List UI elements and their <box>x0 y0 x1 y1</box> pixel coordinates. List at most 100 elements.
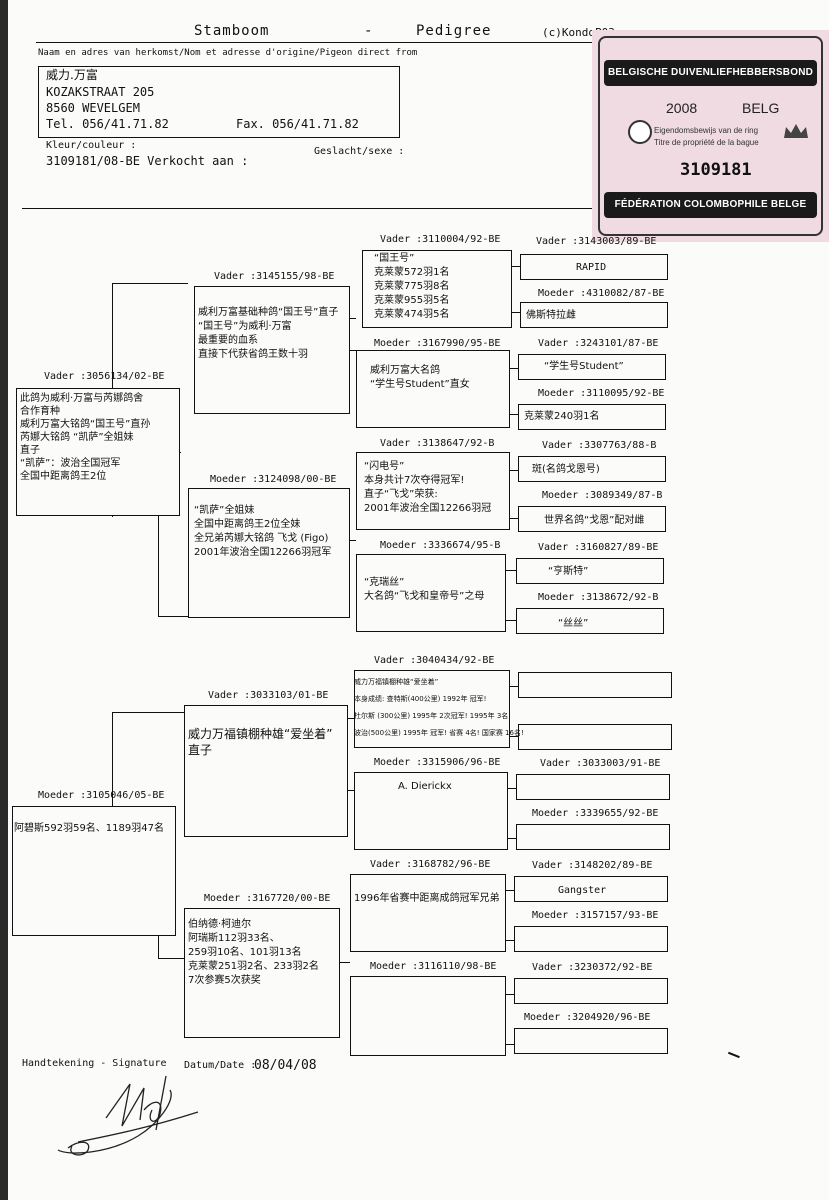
gen4-b2-box <box>520 302 668 328</box>
gen3-mfm-label: Moeder :3315906/96-BE <box>374 757 501 768</box>
gen3-mmm-label: Moeder :3116110/98-BE <box>370 961 497 972</box>
connector <box>506 570 516 571</box>
box-text-line: “凯萨”全姐妹 <box>194 505 255 516</box>
gen4-b7-label: Vader :3160827/89-BE <box>538 542 659 553</box>
gen1-mother-text: 阿碧斯592羽59名、1189羽47名 <box>14 822 184 835</box>
box-text-line: 克莱蒙251羽2名、233羽2名 <box>188 961 319 972</box>
gen3-fff-label: Vader :3110004/92-BE <box>380 234 501 245</box>
color-label: Kleur/couleur : <box>46 140 137 151</box>
gen2-mf-box <box>184 705 348 837</box>
gen4-b3-text: “学生号Student” <box>544 361 624 372</box>
connector <box>180 452 181 453</box>
gen3-mmf-box <box>350 874 506 952</box>
box-text-line: “学生号Student”直女 <box>370 379 470 390</box>
connector <box>112 283 113 388</box>
gen3-mmf-text: 1996年省赛中距离成鸽冠军兄弟 <box>354 892 499 906</box>
box-text-line: “国王号”为威利·万富 <box>198 321 292 332</box>
gen3-mmf-label: Vader :3168782/96-BE <box>370 859 491 870</box>
gen2-mf-label: Vader :3033103/01-BE <box>208 690 329 701</box>
connector <box>350 350 356 351</box>
header-title-left: Stamboom <box>194 23 270 39</box>
signature-image <box>48 1070 218 1160</box>
box-text-line: A. Dierickx <box>398 781 452 792</box>
connector <box>112 712 113 806</box>
gen3-fmf-box <box>356 452 510 530</box>
gen4-b2-label: Moeder :4310082/87-BE <box>538 288 665 299</box>
gen1-father-label: Vader :3056134/02-BE <box>44 371 165 382</box>
gen3-fff-box <box>362 250 512 328</box>
gen3-fmm-box <box>356 554 506 632</box>
box-text-line: 全国中距离鸽王2位全妹 <box>194 519 301 530</box>
stamp-line1: Eigendomsbewijs van de ring <box>654 126 759 135</box>
origin-box <box>38 66 400 138</box>
gen4-b9-box <box>518 672 672 698</box>
connector <box>350 540 356 541</box>
box-text-line: “克瑞丝” <box>364 577 405 588</box>
gen3-mmm-box <box>350 976 506 1056</box>
connector <box>158 958 184 959</box>
box-text-line: 芮娜大铭鸽 “凯萨”全姐妹 <box>20 432 134 443</box>
gen4-b12-box <box>516 824 670 850</box>
header-separator <box>22 208 822 209</box>
box-text-line: 大名鸽“飞戈和皇帝号”之母 <box>364 591 485 602</box>
gen2-mm-label: Moeder :3167720/00-BE <box>204 893 331 904</box>
sex-label: Geslacht/sexe : <box>314 146 405 157</box>
box-text-line: 本身共计7次夺得冠军! <box>364 475 465 486</box>
origin-label: Naam en adres van herkomst/Nom et adress… <box>38 48 418 58</box>
header-rule <box>36 42 596 43</box>
connector <box>508 838 516 839</box>
gen4-b7-box <box>516 558 664 584</box>
box-text-line: 最重要的血系 <box>198 335 258 346</box>
box-text-line: 威力万福镇棚种雄“爱坐着” <box>354 678 439 686</box>
box-text-line: 2001年波治全国12266羽冠 <box>364 503 492 514</box>
header-title-right: Pedigree <box>416 23 492 39</box>
gen4-b15-label: Vader :3230372/92-BE <box>532 962 653 973</box>
box-text-line: 波治(500公里) 1995年 冠军! 省赛 4名! 国家赛 16名! <box>354 729 524 737</box>
gen4-b6-box <box>518 506 666 532</box>
gen4-b4-text: 克莱蒙240羽1名 <box>524 411 600 422</box>
gen2-fm-box <box>188 488 350 618</box>
gen2-mf-text: 威力万福镇棚种雄“爱坐着”直子 <box>188 726 332 758</box>
box-text-line: 全兄弟芮娜大铭鸽 飞戈 (Figo) <box>194 533 329 544</box>
stamp-year: 2008 <box>666 100 698 116</box>
date-value: 08/04/08 <box>254 1058 317 1073</box>
gen2-fm-text: “凯萨”全姐妹全国中距离鸽王2位全妹全兄弟芮娜大铭鸽 飞戈 (Figo) 2001… <box>194 504 331 560</box>
header-title-dash: - <box>364 23 373 39</box>
connector <box>510 414 518 415</box>
gen4-b15-box <box>514 978 668 1004</box>
gen4-b6-text: 世界名鸽“戈恩”配对雌 <box>544 515 645 526</box>
box-text-line: 威力万福镇棚种雄“爱坐着” <box>188 727 333 741</box>
gen2-mm-box <box>184 908 340 1038</box>
gen3-ffm-text: 威利万富大名鸽 “学生号Student”直女 <box>370 364 470 392</box>
connector <box>348 790 354 791</box>
connector <box>112 712 184 713</box>
connector <box>350 318 356 319</box>
gen1-mother-box <box>12 806 176 936</box>
stamp-country: BELG <box>742 100 780 116</box>
connector <box>112 516 113 517</box>
box-text-line: 此鸽为威利·万富与芮娜鸽舍 <box>20 393 144 404</box>
tel: Tel. 056/41.71.82 <box>46 117 169 131</box>
fax: Fax. 056/41.71.82 <box>236 117 359 131</box>
box-text-line: “国王号” <box>374 253 415 264</box>
gen3-mff-text: 威力万福镇棚种雄“爱坐着”本身成绩: 查特斯(400公里) 1992年 冠军!杜… <box>354 674 524 742</box>
box-text-line: 合作育种 <box>20 406 60 417</box>
gen2-mm-text: 伯纳德·柯迪尔阿瑞斯112羽33名、259羽10名、101羽13名克莱蒙251羽… <box>188 918 319 988</box>
gen2-ff-text: 威利万富基础种鸽“国王号”直子“国王号”为威利·万富最重要的血系直接下代获省鸽王… <box>198 306 338 362</box>
box-text-line: 威利万富大名鸽 <box>370 365 440 376</box>
connector <box>510 368 518 369</box>
gen4-b5-text: 斑(名鸽戈恩号) <box>532 464 600 475</box>
gen4-b1-box <box>520 254 668 280</box>
pedigree-sheet: Stamboom - Pedigree (c)KondoP03 Naam en … <box>8 0 829 1200</box>
box-text-line: 7次参赛5次获奖 <box>188 975 261 986</box>
box-text-line: 2001年波治全国12266羽冠军 <box>194 547 332 558</box>
gen2-ff-box <box>194 286 350 414</box>
gen4-b8-label: Moeder :3138672/92-B <box>538 592 659 603</box>
connector <box>112 283 188 284</box>
breeder-name: 威力.万富 <box>46 68 98 82</box>
connector <box>506 940 514 941</box>
connector <box>506 994 514 995</box>
stamp-hole <box>628 120 652 144</box>
gen4-b3-label: Vader :3243101/87-BE <box>538 338 659 349</box>
gen4-b12-label: Moeder :3339655/92-BE <box>532 808 659 819</box>
